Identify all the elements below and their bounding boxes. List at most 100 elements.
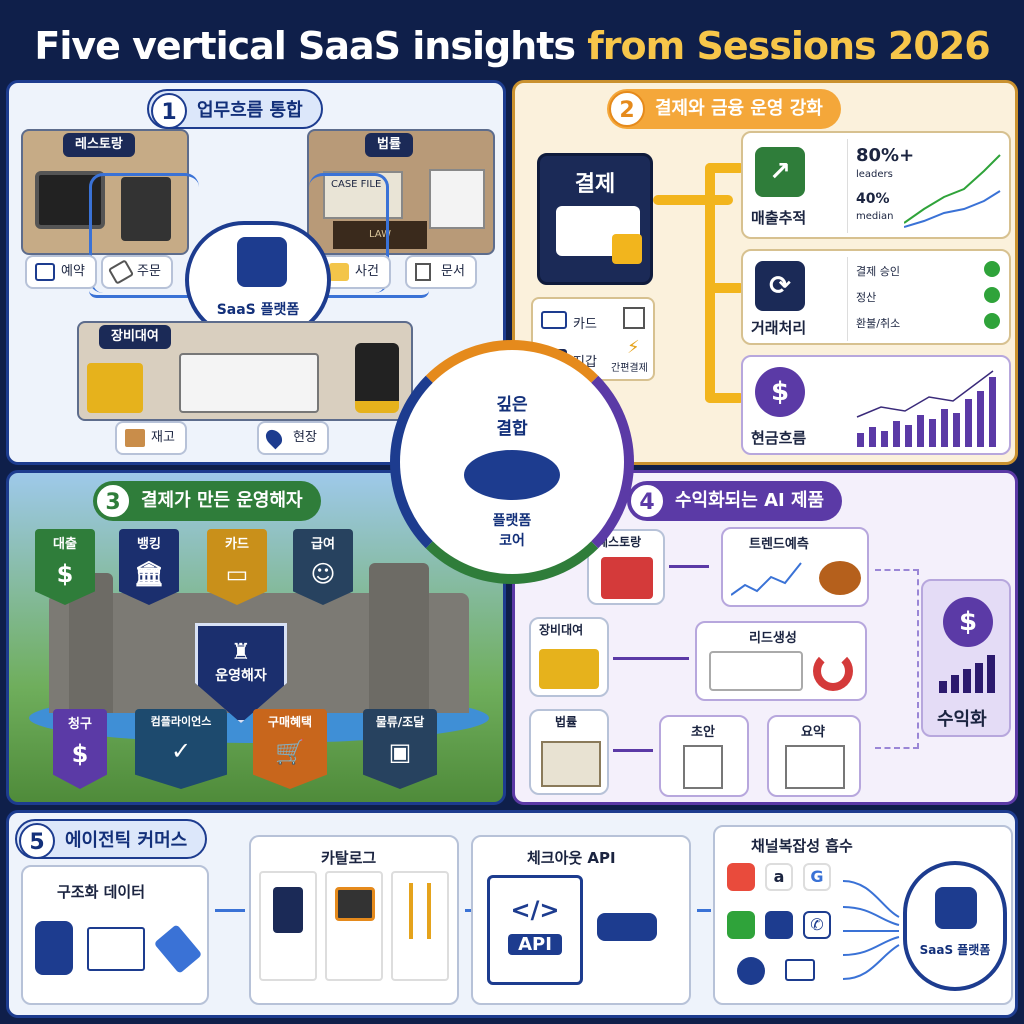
banner-label: 뱅킹 (137, 537, 161, 552)
channel-complexity-box: 채널복잡성 흡수 a G ✆ SaaS 플랫폼 (713, 825, 1013, 1005)
card-icon: ▭ (225, 560, 249, 588)
building-cloud-icon (237, 237, 287, 287)
channel-arrows (842, 880, 900, 980)
panel-3-title-text: 결제가 만든 운영해자 (141, 490, 303, 511)
banner-logistics: 물류/조달▣ (363, 709, 437, 789)
structured-data-label: 구조화 데이터 (57, 883, 146, 901)
rental-box: 장비대여 (529, 617, 609, 697)
structured-data-box: 구조화 데이터 (21, 865, 209, 1005)
transaction-item: 결제 승인 (856, 265, 900, 278)
table-icon (87, 927, 145, 971)
summary-label: 요약 (801, 725, 825, 740)
channels-label: 채널복잡성 흡수 (751, 837, 853, 855)
phone-icon: ✆ (803, 911, 831, 939)
arrow-line (613, 749, 653, 752)
monetize-box: $ 수익화 (921, 579, 1011, 737)
panel-3-number: 3 (95, 483, 131, 519)
panel-operational-moat: 3 결제가 만든 운영해자 대출$ 뱅킹🏛 카드▭ 급여☺ ♜운영해자 청구$ … (6, 470, 506, 805)
store-icon (765, 911, 793, 939)
receipt-printer-icon (121, 177, 171, 241)
trend-line-icon (731, 562, 802, 596)
globe-icon (737, 957, 765, 985)
castle-tower (369, 563, 429, 713)
dollar-coin-icon: $ (755, 367, 805, 417)
tag-icon (153, 924, 203, 974)
whatsapp-icon (727, 911, 755, 939)
folder-icon (329, 263, 349, 281)
courthouse-icon (541, 741, 601, 787)
banner-card: 카드▭ (207, 529, 267, 605)
plug-icon (597, 913, 657, 941)
panel-2-title-text: 결제와 금융 운영 강화 (655, 98, 823, 119)
arrow-line (215, 909, 245, 912)
google-icon: G (803, 863, 831, 891)
lock-icon (612, 234, 642, 264)
ticket-icon (107, 259, 135, 285)
bank-icon: 🏛 (133, 560, 165, 588)
panel-1-title: 1 업무흐름 통합 (147, 89, 323, 129)
rental-label: 장비대여 (539, 623, 584, 637)
monetize-label: 수익화 (937, 709, 987, 730)
legal-box: 법률 (529, 709, 609, 795)
dollar-coin-icon: $ (943, 597, 993, 647)
transaction-card: ⟳ 거래처리 결제 승인 정산 환불/취소 (741, 249, 1011, 345)
connector-line (705, 283, 745, 293)
method-easy-pay: 간편결제 (611, 363, 648, 374)
power-drill-icon (355, 343, 399, 413)
panel-4-number: 4 (629, 483, 665, 519)
panel-workflow-integration: 1 업무흐름 통합 레스토랑 법률 CASE FILE LAW 예약 주문 사건… (6, 80, 506, 465)
lead-label: 리드생성 (749, 631, 797, 646)
banner-purchase-benefit: 구매혜택🛒 (253, 709, 327, 789)
connector-line (705, 163, 745, 173)
revenue-chart: 80%+ leaders 40% median (847, 139, 1007, 233)
magnet-icon (813, 651, 853, 691)
banner-label: 청구 (68, 717, 92, 732)
revenue-label: 매출추적 (751, 209, 807, 227)
catalog-box: 카탈로그 (249, 835, 459, 1005)
trend-lines (904, 154, 1001, 228)
code-brackets-icon: </> (510, 896, 560, 924)
banner-payroll: 급여☺ (293, 529, 353, 605)
median-percent: 40% (856, 191, 890, 207)
cart-icon: 🛒 (275, 738, 305, 766)
code-window-icon: </> API (487, 875, 583, 985)
transaction-list: 결제 승인 정산 환불/취소 (847, 257, 1007, 341)
chip-label: 현장 (293, 430, 317, 445)
chip-site: 현장 (257, 421, 329, 455)
layers-stack-icon (464, 450, 560, 500)
arrow-line (697, 909, 711, 912)
generator-icon (335, 887, 375, 921)
product-generator-card (325, 871, 383, 981)
legal-tag: 법률 (365, 133, 413, 157)
package-icon: ▣ (388, 738, 412, 766)
case-file-icon: CASE FILE (323, 171, 403, 219)
leaders-label: leaders (856, 169, 893, 180)
api-label: API (508, 934, 562, 955)
title-highlight: from Sessions 2026 (587, 24, 990, 68)
core-line-2: 코어 (499, 533, 525, 549)
core-line-1: 플랫폼 (492, 513, 532, 529)
chip-label: 예약 (61, 264, 85, 279)
legal-scene: 법률 CASE FILE LAW (307, 129, 495, 255)
chip-label: 주문 (137, 264, 161, 279)
rental-scene: 장비대여 (77, 321, 413, 421)
saas-platform-hub: SaaS 플랫폼 (903, 861, 1007, 991)
contact-card-icon (709, 651, 803, 691)
panel-2-number: 2 (609, 91, 645, 127)
trend-forecast-box: 트렌드예측 (721, 527, 869, 607)
restaurant-scene: 레스토랑 (21, 129, 189, 255)
lead-generation-box: 리드생성 (695, 621, 867, 701)
bank-icon (623, 307, 645, 329)
panel-1-number: 1 (151, 93, 187, 129)
refresh-icon: ⟳ (755, 261, 805, 311)
food-plate-icon (819, 561, 861, 595)
law-book-icon: LAW (333, 221, 427, 249)
draft-box: 초안 (659, 715, 749, 797)
panel-agentic-commerce: 5 에이전틱 커머스 구조화 데이터 카탈로그 체크아웃 API </> API… (6, 810, 1018, 1018)
panel-5-number: 5 (19, 823, 55, 859)
shield-label: 운영해자 (215, 668, 267, 684)
arrow-line (613, 657, 689, 660)
checklist-icon (785, 745, 845, 789)
revenue-tracking-card: ↗ 매출추적 80%+ leaders 40% median (741, 131, 1011, 239)
amazon-icon: a (765, 863, 793, 891)
